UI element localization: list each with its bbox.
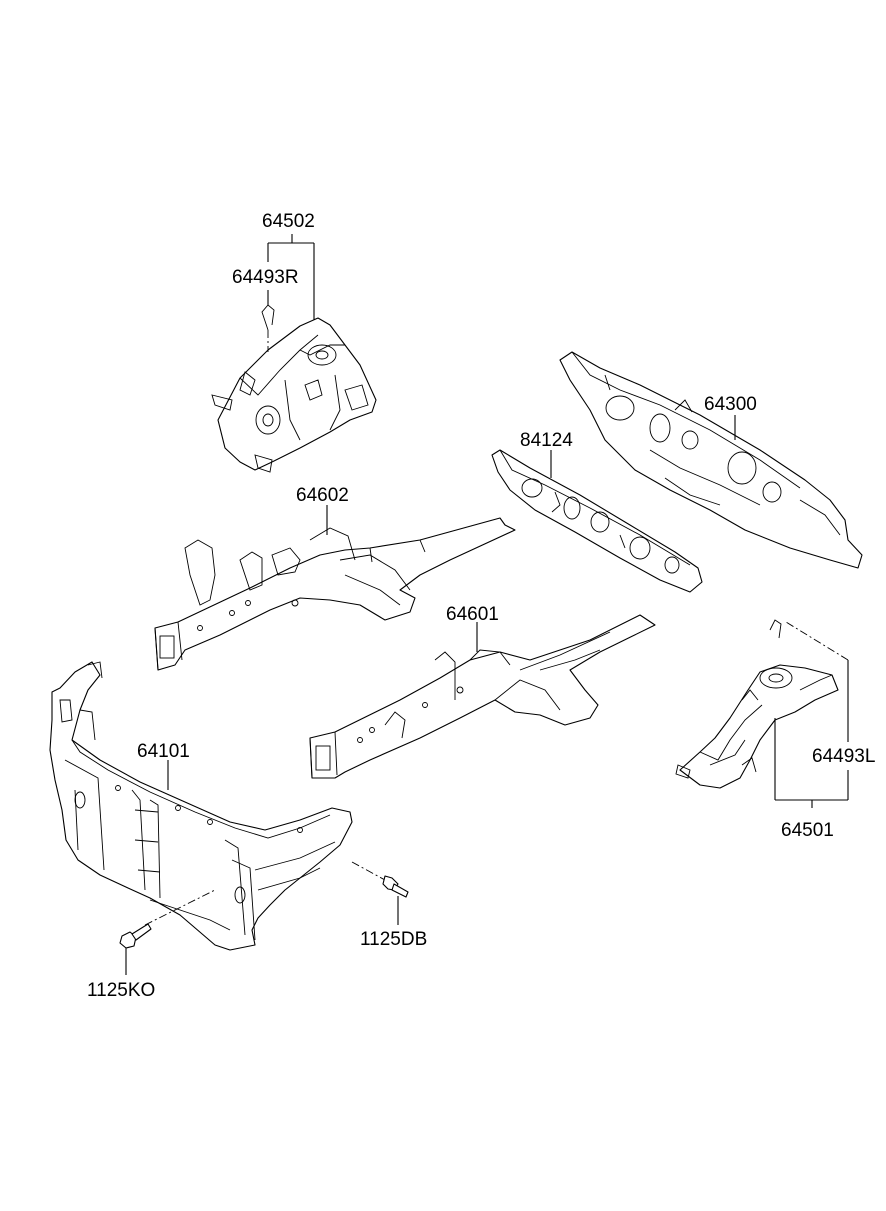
label-64601: 64601 [446,604,499,625]
label-64502: 64502 [262,211,315,232]
part-64602-side-member[interactable] [154,517,516,671]
label-1125DB: 1125DB [360,929,427,950]
label-64501: 64501 [781,820,834,841]
label-1125KO: 1125KO [87,980,155,1001]
label-64300: 64300 [704,394,757,415]
part-64501-leader [774,621,849,808]
label-64493R: 64493R [232,267,299,288]
part-1125DB-bolt[interactable] [351,861,409,898]
label-64602: 64602 [296,485,349,506]
part-64502-wheelhouse-assembly[interactable] [211,304,377,473]
label-64493L: 64493L [812,746,875,767]
part-64101-front-end-carrier[interactable] [49,661,353,951]
label-64101: 64101 [137,741,190,762]
part-64502-leader [267,234,315,352]
part-64300-dash-panel[interactable] [559,351,863,569]
part-1125KO-bolt[interactable] [119,889,216,949]
part-84124-insulator-pad[interactable] [491,449,703,593]
part-64601-side-member[interactable] [309,614,656,779]
label-84124: 84124 [520,430,573,451]
part-64501-wheelhouse-assembly[interactable] [675,619,839,789]
